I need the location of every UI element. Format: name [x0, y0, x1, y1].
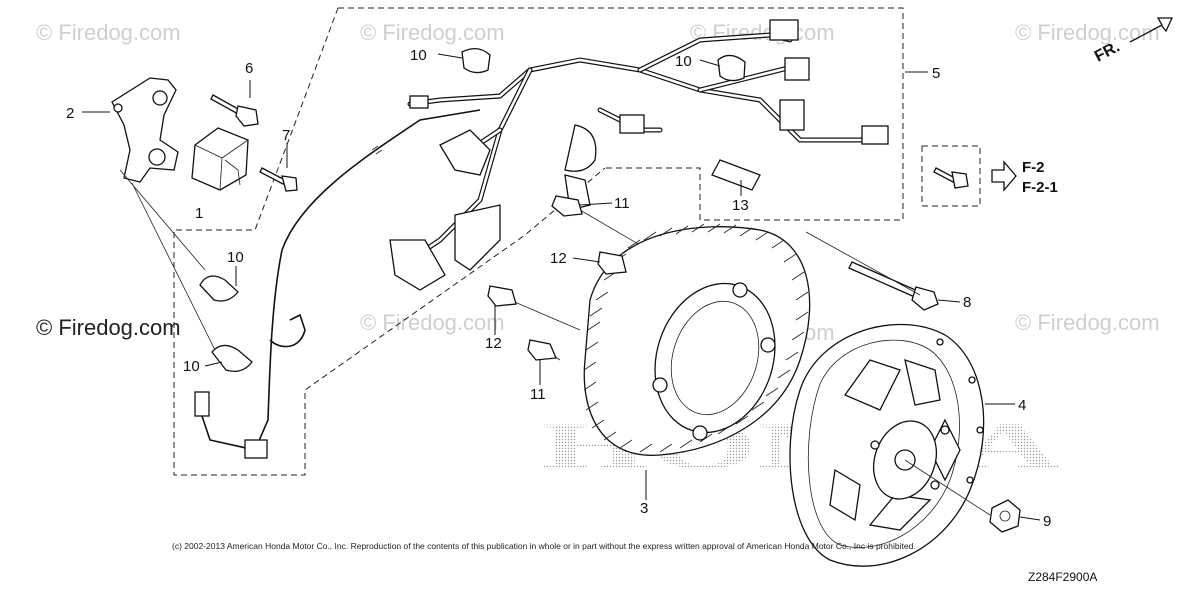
bracket: [111, 77, 179, 183]
callout-8: 8: [963, 294, 971, 311]
callout-6: 6: [245, 60, 253, 77]
watermark-mid: © Firedog.com: [360, 310, 505, 335]
callout-12-lower: 12: [485, 335, 502, 352]
callout-leaders: [82, 53, 1041, 521]
callout-3: 3: [640, 500, 648, 517]
pickup-wire: [194, 109, 481, 459]
callout-7: 7: [282, 127, 290, 144]
arrow-icon: [1129, 17, 1174, 43]
copyright-notice: (c) 2002-2013 American Honda Motor Co., …: [172, 541, 916, 551]
stator: [487, 195, 811, 456]
callout-11-lower: 11: [530, 386, 546, 403]
callout-10-harness-clip-right: 10: [675, 53, 692, 70]
diagram-code: Z284F2900A: [1028, 570, 1097, 584]
reference-f2-1: F-2-1: [1022, 179, 1058, 196]
callout-13: 13: [732, 197, 749, 214]
flywheel: [789, 323, 1021, 567]
watermark-right: © Firedog.com: [1015, 310, 1160, 335]
callout-12-upper: 12: [550, 250, 567, 267]
callouts: 1 2 3 4 5 6 7 8 9 10 10 10 10 11 11 12 1…: [66, 47, 1051, 530]
watermark-top-left: © Firedog.com: [36, 20, 181, 45]
callout-1: 1: [195, 205, 203, 222]
callout-5: 5: [932, 65, 940, 82]
callout-10-ring-upper: 10: [227, 249, 244, 266]
ignition-module: [191, 127, 249, 191]
callout-10-ring-lower: 10: [183, 358, 200, 375]
callout-10-harness-clip: 10: [410, 47, 427, 64]
callout-11-upper: 11: [614, 195, 630, 212]
callout-4: 4: [1018, 397, 1026, 414]
ignition-bracket-assembly: [111, 77, 298, 373]
wire-harness: [389, 19, 969, 361]
group-boundaries: [173, 7, 981, 476]
callout-2: 2: [66, 105, 74, 122]
watermarks: © Firedog.com © Firedog.com © Firedog.co…: [36, 20, 1160, 345]
page-reference: F-2 F-2-1: [991, 159, 1058, 196]
reference-arrow-icon: [991, 160, 1017, 192]
watermark-left-dark: © Firedog.com: [36, 315, 181, 340]
callout-9: 9: [1043, 513, 1051, 530]
reference-f2: F-2: [1022, 159, 1045, 176]
watermark-top-far-right: © Firedog.com: [1015, 20, 1160, 45]
watermark-top-mid: © Firedog.com: [360, 20, 505, 45]
